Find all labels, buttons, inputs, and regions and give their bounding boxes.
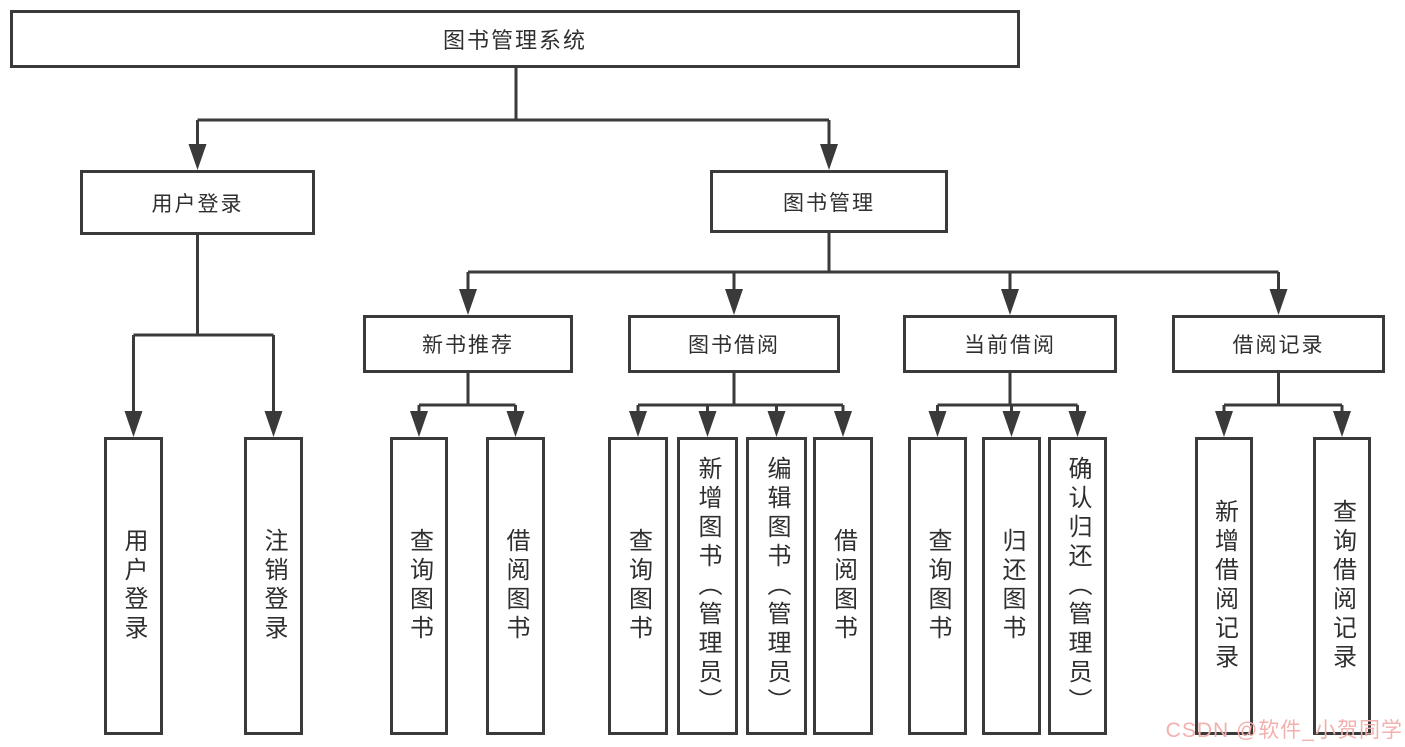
leaf-recommend-borrow-books: 借阅图书 [486,437,545,735]
node-library-management-system: 图书管理系统 [10,10,1020,68]
connector-new-book-recommend-to-leaves [410,373,525,437]
leaf-recommend-query-books: 查询图书 [390,437,448,735]
leaf-query-borrow-record: 查询借阅记录 [1313,437,1371,735]
node-current-borrow: 当前借阅 [903,315,1117,373]
leaf-edit-books-admin: 编辑图书（管理员） [746,437,807,735]
node-user-login: 用户登录 [80,170,315,235]
node-new-book-recommend: 新书推荐 [363,315,573,373]
leaf-return-books: 归还图书 [982,437,1041,735]
leaf-current-query-books: 查询图书 [908,437,967,735]
connector-user-login-to-leaves [124,235,283,437]
connector-root-to-level2 [188,68,838,170]
csdn-watermark: CSDN @软件_小贺同学 [1165,719,1403,742]
node-book-management: 图书管理 [710,170,948,233]
connector-book-borrow-to-leaves [629,373,852,437]
leaf-borrow-query-books: 查询图书 [608,437,668,735]
node-book-borrow: 图书借阅 [628,315,840,373]
leaf-user-login: 用户登录 [104,437,163,735]
leaf-confirm-return-admin: 确认归还（管理员） [1048,437,1107,735]
leaf-add-books-admin: 新增图书（管理员） [677,437,738,735]
leaf-logout-login: 注销登录 [244,437,303,735]
node-borrow-records: 借阅记录 [1172,315,1385,373]
connector-current-borrow-to-leaves [928,373,1087,437]
connector-borrow-records-to-leaves [1215,373,1351,437]
leaf-borrow-books: 借阅图书 [813,437,873,735]
connector-book-management-to-level3 [459,233,1288,315]
leaf-add-borrow-record: 新增借阅记录 [1195,437,1253,735]
